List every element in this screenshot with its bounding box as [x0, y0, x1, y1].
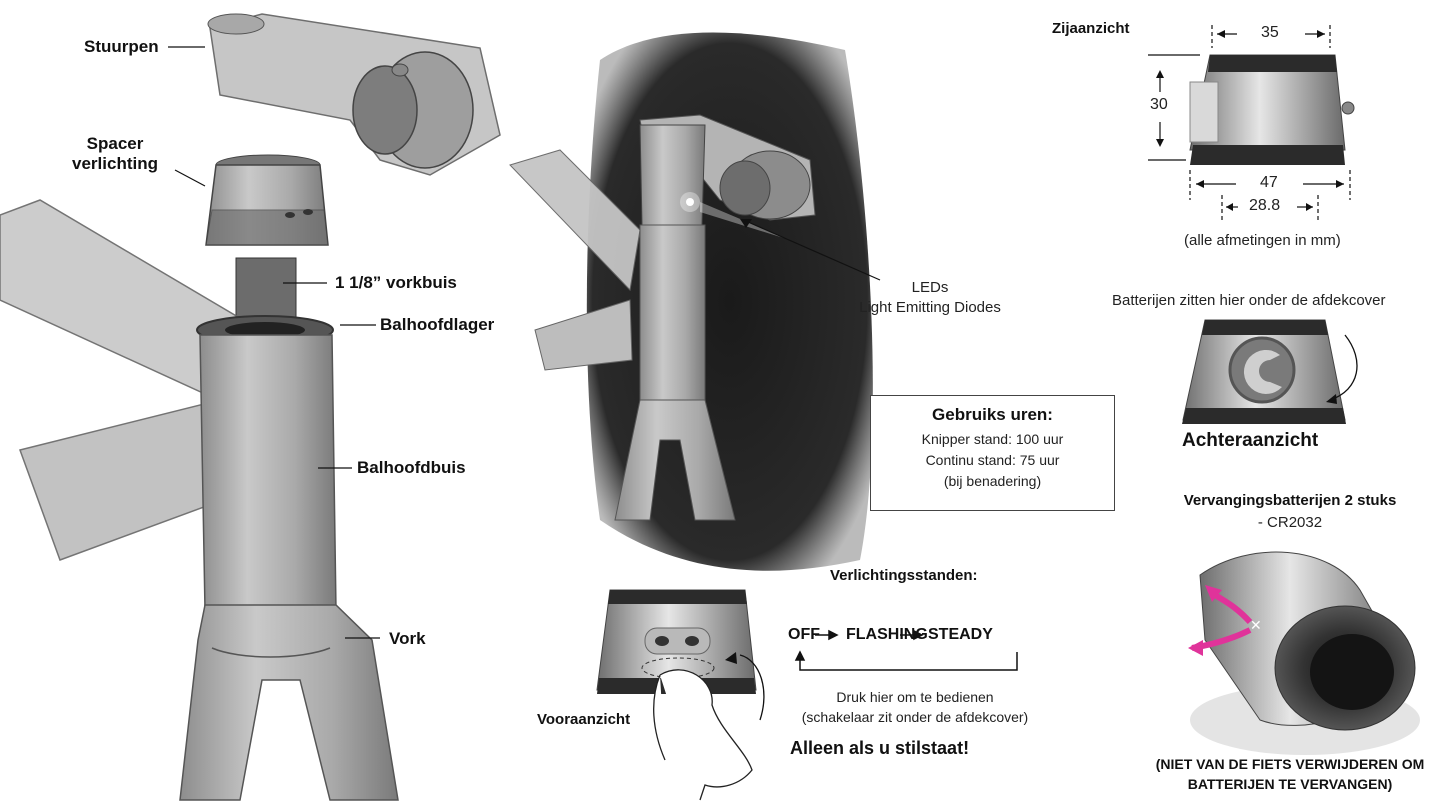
press-line2: (schakelaar zit onder de afdekcover) — [770, 707, 1060, 727]
battery-title: Vervangingsbatterijen 2 stuks — [1140, 492, 1440, 509]
spacer-light-label: Spacer verlichting — [60, 134, 170, 174]
leds-label: LEDs Light Emitting Diodes — [850, 278, 1010, 318]
mode-steady: STEADY — [928, 626, 993, 644]
usage-title: Gebruiks uren: — [871, 405, 1114, 425]
head-tube-drawing — [197, 316, 336, 610]
battery-warning-line1: (NIET VAN DE FIETS VERWIJDEREN OM — [1140, 754, 1440, 774]
steerer-tube-label: 1 1/8” vorkbuis — [335, 273, 457, 293]
dimension-top: 35 — [1261, 24, 1279, 42]
leds-label-line2: Light Emitting Diodes — [850, 298, 1010, 318]
back-view-title: Achteraanzicht — [1182, 430, 1318, 452]
mode-off: OFF — [788, 626, 820, 644]
side-view-drawing — [1190, 55, 1354, 165]
fork-label: Vork — [389, 629, 426, 649]
headset-bearing-label: Balhoofdlager — [380, 315, 494, 335]
mode-flashing: FLASHING — [846, 626, 928, 644]
back-view-drawing — [1182, 320, 1357, 424]
side-view-title: Zijaanzicht — [1052, 20, 1130, 37]
stationary-warning: Alleen als u stilstaat! — [790, 738, 969, 759]
fork-drawing — [180, 605, 398, 800]
front-view-drawing — [597, 590, 764, 800]
mounted-light-scene — [510, 33, 880, 571]
spacer-label-line1: Spacer — [60, 134, 170, 154]
dimension-bottom: 47 — [1260, 174, 1278, 192]
head-tube-label: Balhoofdbuis — [357, 458, 466, 478]
spacer-label-line2: verlichting — [60, 154, 170, 174]
usage-line-flash: Knipper stand: 100 uur — [871, 429, 1114, 450]
exploded-assembly-drawing — [0, 14, 500, 800]
usage-hours-box: Gebruiks uren: Knipper stand: 100 uur Co… — [870, 395, 1115, 511]
battery-warning: (NIET VAN DE FIETS VERWIJDEREN OM BATTER… — [1140, 754, 1440, 794]
front-view-title: Vooraanzicht — [537, 711, 630, 728]
stem-drawing — [208, 14, 500, 175]
usage-line-approx: (bij benadering) — [871, 471, 1114, 492]
battery-cover-drawing: ✕ — [1188, 552, 1420, 755]
press-instruction: Druk hier om te bedienen (schakelaar zit… — [770, 687, 1060, 727]
dimension-note: (alle afmetingen in mm) — [1184, 232, 1341, 249]
svg-text:✕: ✕ — [1250, 618, 1262, 634]
dimension-inner: 28.8 — [1249, 197, 1280, 215]
back-view-caption: Batterijen zitten hier onder de afdekcov… — [1112, 292, 1386, 309]
usage-line-steady: Continu stand: 75 uur — [871, 450, 1114, 471]
battery-model: - CR2032 — [1140, 514, 1440, 531]
battery-warning-line2: BATTERIJEN TE VERVANGEN) — [1140, 774, 1440, 794]
leds-label-line1: LEDs — [850, 278, 1010, 298]
stem-label: Stuurpen — [84, 37, 159, 57]
press-line1: Druk hier om te bedienen — [770, 687, 1060, 707]
spacer-light-drawing — [206, 155, 328, 245]
modes-title: Verlichtingsstanden: — [830, 567, 978, 584]
dimension-height: 30 — [1150, 96, 1168, 114]
